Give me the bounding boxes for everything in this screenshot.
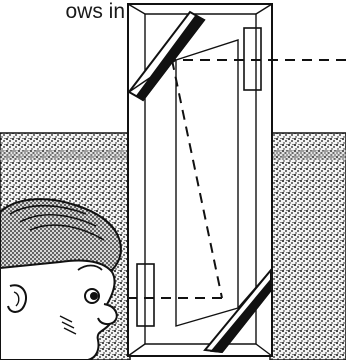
light-path-icon: [122, 59, 346, 299]
mirror-icon: [203, 267, 272, 354]
mirror-icon: [127, 10, 206, 102]
caption-text: ows in: [65, 0, 125, 23]
observer-face-icon: [0, 198, 122, 360]
